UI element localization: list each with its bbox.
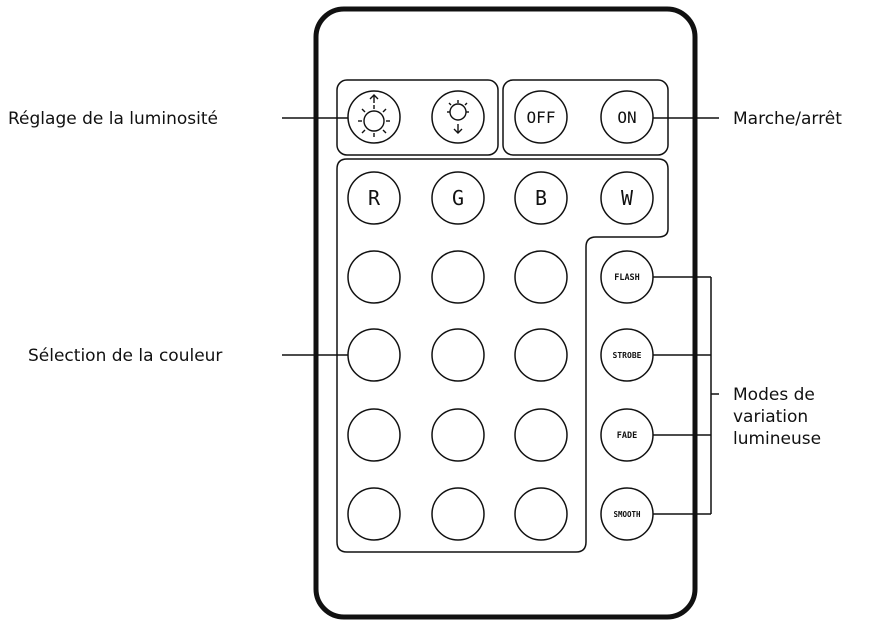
flash-button-label: FLASH [614,273,640,283]
color-button[interactable] [431,328,485,382]
color-button[interactable] [514,408,568,462]
color-button[interactable] [514,487,568,541]
modes-label-line2: variation [733,407,808,427]
color-button[interactable] [431,250,485,304]
color-button[interactable] [347,328,401,382]
white-button[interactable] [600,171,654,225]
color-button[interactable] [431,408,485,462]
strobe-button-label: STROBE [613,351,642,360]
color-button[interactable] [514,250,568,304]
fade-button-label: FADE [617,431,637,441]
green-button[interactable] [431,171,485,225]
modes-label-line1: Modes de [733,385,815,405]
on-button-label: ON [617,108,636,127]
color-label: Sélection de la couleur [28,346,222,366]
green-button-label: G [452,186,464,210]
red-button-label: R [368,186,381,210]
blue-button[interactable] [514,171,568,225]
modes-bracket [653,276,719,515]
brightness-up-button[interactable] [347,90,401,144]
color-button[interactable] [347,250,401,304]
blue-button-label: B [535,186,547,210]
color-group [336,158,669,553]
remote-body [313,6,698,620]
color-button[interactable] [431,487,485,541]
sun-down-icon [447,100,469,134]
white-button-label: W [621,186,634,210]
color-button[interactable] [347,408,401,462]
smooth-button-label: SMOOTH [613,510,641,519]
color-button[interactable] [347,487,401,541]
power-label: Marche/arrêt [733,109,842,129]
brightness-down-button[interactable] [431,90,485,144]
brightness-label: Réglage de la luminosité [8,109,218,129]
modes-label-line3: lumineuse [733,429,821,449]
on-button[interactable] [600,90,654,144]
off-button[interactable] [514,90,568,144]
red-button[interactable] [347,171,401,225]
off-button-label: OFF [527,108,556,127]
sun-up-icon [358,94,390,137]
color-button[interactable] [514,328,568,382]
